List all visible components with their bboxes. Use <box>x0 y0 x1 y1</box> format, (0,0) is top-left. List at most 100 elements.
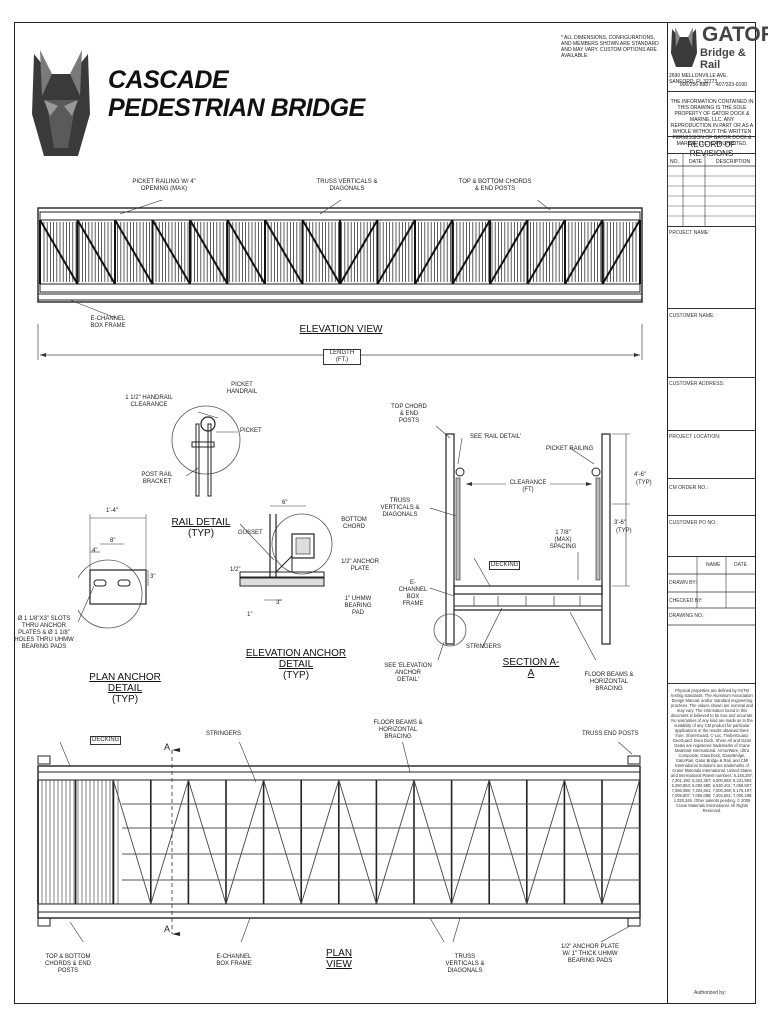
rail-detail-typ: (TYP) <box>187 528 215 539</box>
title-line-1: CASCADE <box>108 66 229 94</box>
truss-diagonal <box>114 219 154 285</box>
truss-diagonal <box>526 219 566 285</box>
truss-diagonal <box>151 219 191 285</box>
revisions-table <box>667 153 756 227</box>
rail-detail-drawing <box>171 405 241 497</box>
properties-note: Physical properties are defined by ASTM … <box>670 688 754 813</box>
truss-diagonal <box>39 219 79 285</box>
date-column: DATE <box>734 562 747 568</box>
rail-picket-handrail-label: PICKET HANDRAIL <box>226 382 258 395</box>
section-decking-label: DECKING <box>489 561 521 570</box>
proprietary-notice: THE INFORMATION CONTAINED IN THIS DRAWIN… <box>670 99 754 147</box>
section-a-a-drawing <box>430 425 630 660</box>
anchor-elev-bottom-chord-label: BOTTOM CHORD <box>341 517 367 530</box>
truss-diagonal <box>76 219 116 285</box>
truss-diagonal <box>226 219 266 285</box>
drawing-sheet <box>14 22 756 1004</box>
truss-diagonal <box>601 219 641 285</box>
rail-picket-label: PICKET <box>240 428 262 434</box>
section-dim-4-6-typ: (TYP) <box>636 480 652 486</box>
horizontal-brace <box>300 779 340 905</box>
plan-anchor-label: 1/2" ANCHOR PLATE W/ 1" THICK UHMW BEARI… <box>560 944 620 964</box>
truss-diagonal <box>264 219 304 285</box>
elevation-view-title-text: ELEVATION VIEW <box>299 324 383 335</box>
horizontal-brace <box>338 779 377 905</box>
company-phone-2: 407/323-0190 <box>716 82 747 88</box>
plan-anchor-dim-8: 8" <box>110 538 116 544</box>
plan-truss-end-posts-label: TRUSS END POSTS <box>582 731 639 737</box>
section-dim-3-6: 3'-6" <box>614 520 626 526</box>
plan-anchor-title-text: PLAN ANCHOR DETAIL <box>89 672 161 694</box>
plan-view-drawing <box>37 742 641 942</box>
title-block <box>667 22 756 1004</box>
horizontal-brace <box>601 779 641 905</box>
cm-order-field: CM ORDER NO.: <box>669 485 708 491</box>
plan-anchor-dim-1-4: 1'-4" <box>106 508 118 514</box>
truss-diagonal <box>376 219 416 285</box>
title-line-2: PEDESTRIAN BRIDGE <box>108 94 365 122</box>
truss-diagonal <box>339 219 379 285</box>
checked-by-field: CHECKED BY: <box>669 598 703 604</box>
section-stringers-label: STRINGERS <box>466 644 502 650</box>
anchor-elev-dim-1: 1" <box>247 612 253 618</box>
anchor-elev-dim-3: 3" <box>276 600 282 606</box>
anchor-elev-plate-label: 1/2" ANCHOR PLATE <box>341 559 379 572</box>
elev-truss-label: TRUSS VERTICALS & DIAGONALS <box>316 179 378 192</box>
drawing-no-field: DRAWING NO.: <box>669 613 705 619</box>
horizontal-brace <box>413 779 453 905</box>
elevation-anchor-title-text: ELEVATION ANCHOR DETAIL <box>245 648 347 670</box>
plan-a-bottom-marker: A <box>164 924 171 934</box>
customer-address-field: CUSTOMER ADDRESS: <box>669 381 725 387</box>
section-dim-3-6-typ: (TYP) <box>616 528 632 534</box>
elevation-anchor-title: ELEVATION ANCHOR DETAIL(TYP) <box>234 648 358 681</box>
length-dimension: LENGTH (FT.) <box>323 349 361 365</box>
section-a-a-title: SECTION A-A <box>500 657 562 679</box>
plan-chords-label: TOP & BOTTOM CHORDS & END POSTS <box>44 954 91 974</box>
drawn-by-field: DRAWN BY: <box>669 580 697 586</box>
plan-a-top-marker: A <box>164 742 171 752</box>
company-name: GATOR <box>702 23 768 46</box>
horizontal-brace <box>150 779 189 905</box>
elev-picket-label: PICKET RAILING W/ 4" OPENING (MAX) <box>132 179 196 192</box>
plan-anchor-title: PLAN ANCHOR DETAIL(TYP) <box>82 672 168 705</box>
plan-anchor-drawing <box>78 514 149 629</box>
gator-logo-icon <box>32 50 90 156</box>
project-location-field: PROJECT LOCATION: <box>669 434 721 440</box>
rail-handrail-clearance-label: 1 1/2" HANDRAIL CLEARANCE <box>125 395 173 408</box>
gator-small-logo-icon <box>671 27 697 67</box>
plan-view-title: PLAN VIEW <box>312 948 366 970</box>
horizontal-brace <box>263 779 302 905</box>
page-title: CASCADE PEDESTRIAN BRIDGE <box>108 66 365 122</box>
plan-anchor-slots-label: Ø 1 1/8"x3" SLOTS THRU ANCHOR PLATES & Ø… <box>14 616 74 650</box>
rail-detail-title: RAIL DETAIL(TYP) <box>170 517 232 539</box>
plan-anchor-typ: (TYP) <box>111 694 139 705</box>
section-clearance-label: CLEARANCE (FT) <box>506 480 550 494</box>
elevation-view-drawing <box>37 200 643 360</box>
plan-stringers-label: STRINGERS <box>206 731 242 737</box>
section-see-anchor-label: SEE 'ELEVATION ANCHOR DETAIL' <box>384 663 432 683</box>
section-top-chord-label: TOP CHORD & END POSTS <box>391 404 427 424</box>
plan-anchor-dim-4: 4" <box>92 548 98 554</box>
section-truss-label: TRUSS VERTICALS & DIAGONALS <box>380 498 420 518</box>
customer-name-field: CUSTOMER NAME: <box>669 313 715 319</box>
truss-diagonal <box>489 219 529 285</box>
anchor-elev-half-inch: 1/2" <box>230 567 241 573</box>
horizontal-brace <box>488 779 528 905</box>
customer-po-field: CUSTOMER PO NO.: <box>669 520 718 526</box>
truss-diagonal <box>189 219 229 285</box>
authorized-by-field: Authorized by: <box>694 990 726 996</box>
anchor-elev-pad-label: 1" UHMW BEARING PAD <box>344 596 372 616</box>
section-dim-4-6: 4'-6" <box>634 472 646 478</box>
elevation-anchor-drawing <box>239 505 333 601</box>
elevation-anchor-typ: (TYP) <box>282 670 310 681</box>
elevation-view-title: ELEVATION VIEW <box>294 324 388 335</box>
disclaimer-note: * ALL DIMENSIONS, CONFIGURATIONS, AND ME… <box>561 35 659 59</box>
rail-detail-title-text: RAIL DETAIL <box>171 517 231 528</box>
plan-decking-label: DECKING <box>90 736 122 745</box>
section-echannel-label: E-CHANNEL BOX FRAME <box>398 580 428 607</box>
name-column: NAME <box>706 562 721 568</box>
company-subname: Bridge & Rail <box>700 47 746 71</box>
plan-echannel-label: E-CHANNEL BOX FRAME <box>216 954 252 967</box>
company-address: 2690 MELLONVILLE AVE. SANFORD, FL 32773 <box>669 73 728 85</box>
project-name-field: PROJECT NAME: <box>669 230 710 236</box>
